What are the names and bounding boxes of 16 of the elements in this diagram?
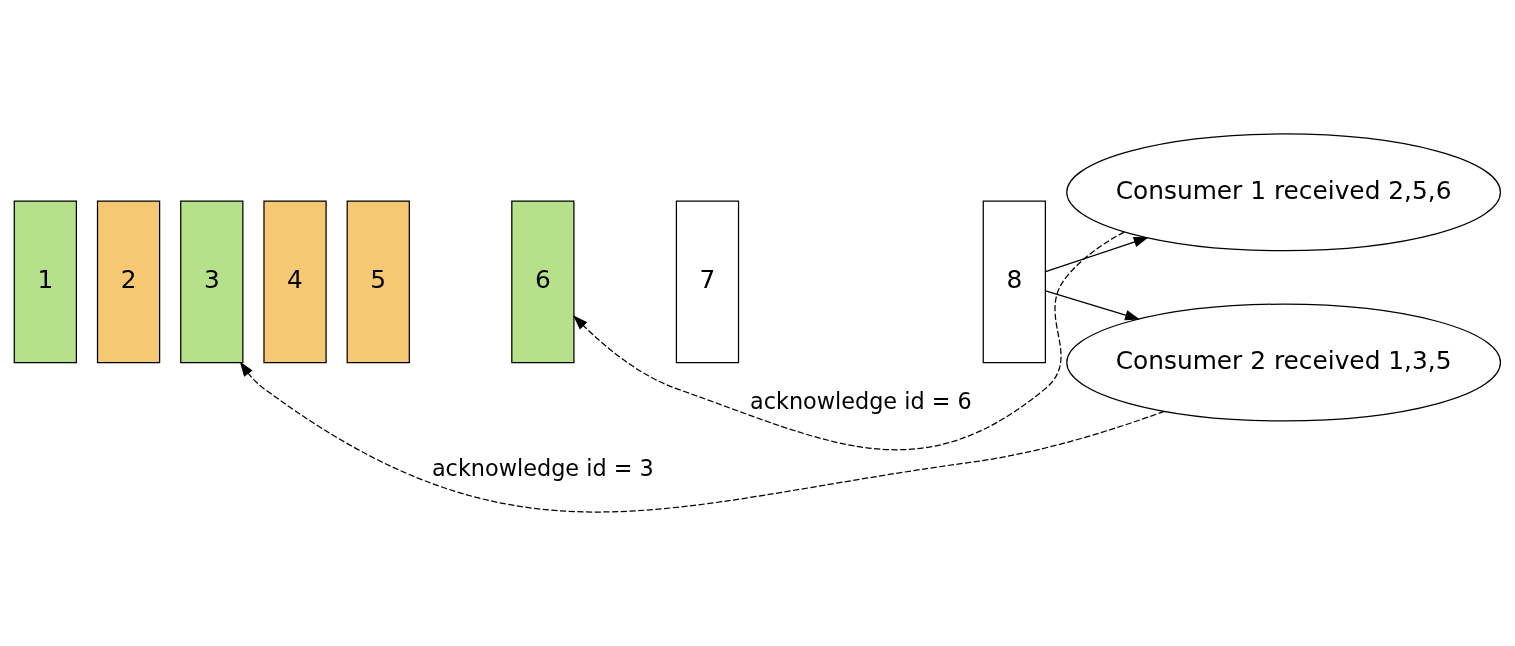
node-box: 3 bbox=[180, 200, 244, 364]
arrow bbox=[1045, 290, 1141, 321]
node-ellipse: Consumer 1 received 2,5,6 bbox=[1066, 133, 1502, 252]
node-box: 8 bbox=[982, 200, 1046, 364]
node-box: 6 bbox=[511, 200, 575, 364]
node-box: 7 bbox=[675, 200, 740, 364]
edge-label: acknowledge id = 3 bbox=[431, 455, 654, 482]
node-box: 5 bbox=[346, 200, 410, 364]
arrow bbox=[239, 361, 1165, 513]
node-box: 1 bbox=[13, 200, 77, 364]
node-box: 2 bbox=[96, 200, 161, 364]
arrow bbox=[1045, 236, 1149, 273]
node-ellipse: Consumer 2 received 1,3,5 bbox=[1066, 303, 1502, 422]
node-box: 4 bbox=[263, 200, 327, 364]
arrow bbox=[573, 231, 1125, 451]
edge-label: acknowledge id = 6 bbox=[749, 388, 972, 415]
